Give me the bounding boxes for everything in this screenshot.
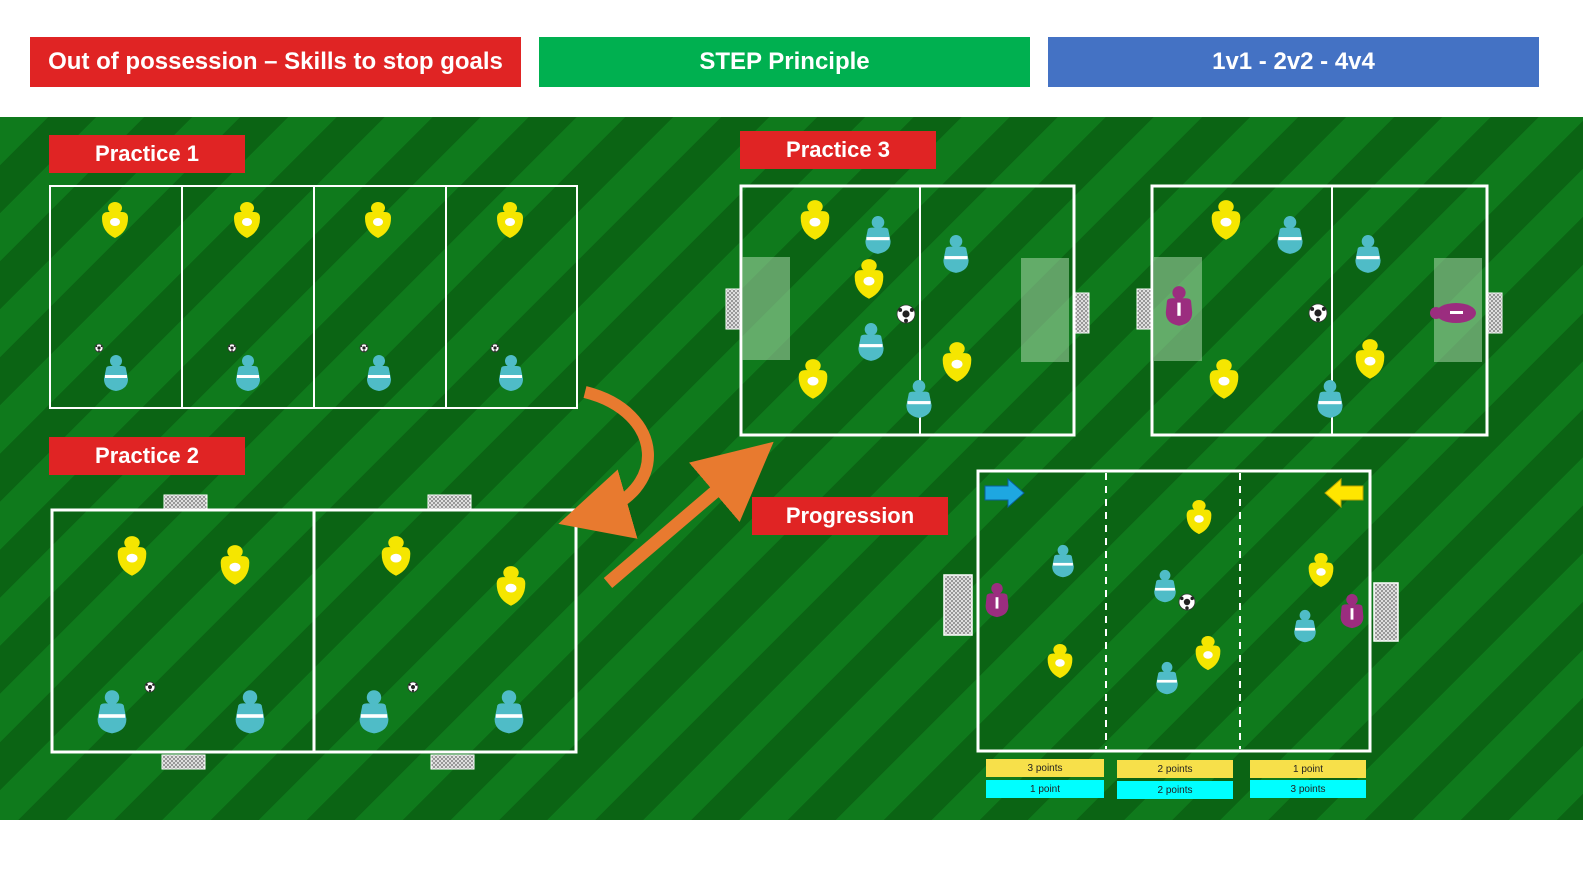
yellow-player [854, 259, 884, 299]
yellow-player [117, 536, 147, 576]
yellow-player [1195, 635, 1221, 671]
cyan-player [104, 355, 128, 391]
goal-net-icon [430, 754, 475, 770]
cyan-player [1052, 544, 1074, 578]
progression-label: Progression [752, 497, 948, 535]
practice1-players [94, 202, 523, 391]
practice1-label: Practice 1 [49, 135, 245, 173]
yellow-points: 3 points [986, 759, 1104, 777]
goalkeeper [1340, 593, 1364, 629]
football-icon [144, 681, 156, 693]
cyan-points: 2 points [1117, 781, 1233, 799]
goal-net-icon [1074, 292, 1090, 334]
yellow-player [381, 536, 411, 576]
goalkeeper-diving [1430, 303, 1476, 323]
yellow-player [365, 202, 391, 238]
cyan-points: 3 points [1250, 780, 1366, 798]
football-icon [227, 343, 237, 353]
progression-players [985, 499, 1364, 695]
yellow-player [234, 202, 260, 238]
cyan-player [97, 690, 127, 734]
practice3-pitch-a [725, 184, 1090, 437]
cyan-player [1355, 235, 1381, 273]
practice1-pitch [49, 185, 578, 409]
yellow-player [1355, 339, 1385, 379]
cyan-points: 1 point [986, 780, 1104, 798]
cyan-player [236, 355, 260, 391]
goalkeeper [985, 582, 1009, 618]
practice3-players [798, 200, 1476, 418]
curved-arrow-icon [558, 386, 654, 539]
arrow-left-icon [1324, 477, 1364, 509]
yellow-player [497, 202, 523, 238]
arrow-right-icon [984, 477, 1025, 509]
goal-net-icon [1373, 582, 1399, 642]
yellow-player [798, 359, 828, 399]
cyan-player [367, 355, 391, 391]
session-diagram [49, 184, 1503, 770]
yellow-player [800, 200, 830, 240]
football-icon [896, 304, 916, 324]
goal-net-icon [161, 754, 206, 770]
pitch-background [0, 117, 1583, 820]
football-icon [359, 343, 369, 353]
format-banner: 1v1 - 2v2 - 4v4 [1048, 37, 1539, 87]
cyan-player [858, 323, 884, 361]
practice3-label: Practice 3 [740, 131, 936, 169]
football-icon [1178, 593, 1196, 611]
diagonal-arrow-icon [603, 441, 774, 588]
cyan-player [1317, 380, 1343, 418]
progression-pitch [943, 469, 1399, 753]
yellow-player [496, 566, 526, 606]
yellow-points: 1 point [1250, 760, 1366, 778]
goal-net-icon [427, 494, 472, 510]
goal-net-icon [943, 574, 973, 636]
cyan-player [359, 690, 389, 734]
cyan-player [1156, 661, 1178, 695]
practice2-players [97, 536, 526, 734]
yellow-player [1308, 552, 1334, 588]
goal-net-icon [1487, 292, 1503, 334]
cyan-player [1154, 569, 1176, 603]
yellow-player [1186, 499, 1212, 535]
cyan-player [943, 235, 969, 273]
football-icon [407, 681, 419, 693]
goal-net-icon [163, 494, 208, 510]
topic-banner: Out of possession – Skills to stop goals [30, 37, 521, 87]
goal-net-icon [1136, 288, 1152, 330]
cyan-player [494, 690, 524, 734]
cyan-player [499, 355, 523, 391]
practice2-label: Practice 2 [49, 437, 245, 475]
yellow-points: 2 points [1117, 760, 1233, 778]
cyan-player [865, 216, 891, 254]
cyan-player [1277, 216, 1303, 254]
yellow-player [102, 202, 128, 238]
football-icon [1308, 303, 1328, 323]
yellow-player [942, 342, 972, 382]
principle-banner: STEP Principle [539, 37, 1030, 87]
yellow-player [220, 545, 250, 585]
yellow-player [1209, 359, 1239, 399]
football-icon [490, 343, 500, 353]
practice2-pitch [50, 494, 578, 770]
yellow-player [1047, 643, 1073, 679]
cyan-player [1294, 609, 1316, 643]
goal-net-icon [725, 288, 741, 330]
football-icon [94, 343, 104, 353]
yellow-player [1211, 200, 1241, 240]
cyan-player [906, 380, 932, 418]
cyan-player [235, 690, 265, 734]
